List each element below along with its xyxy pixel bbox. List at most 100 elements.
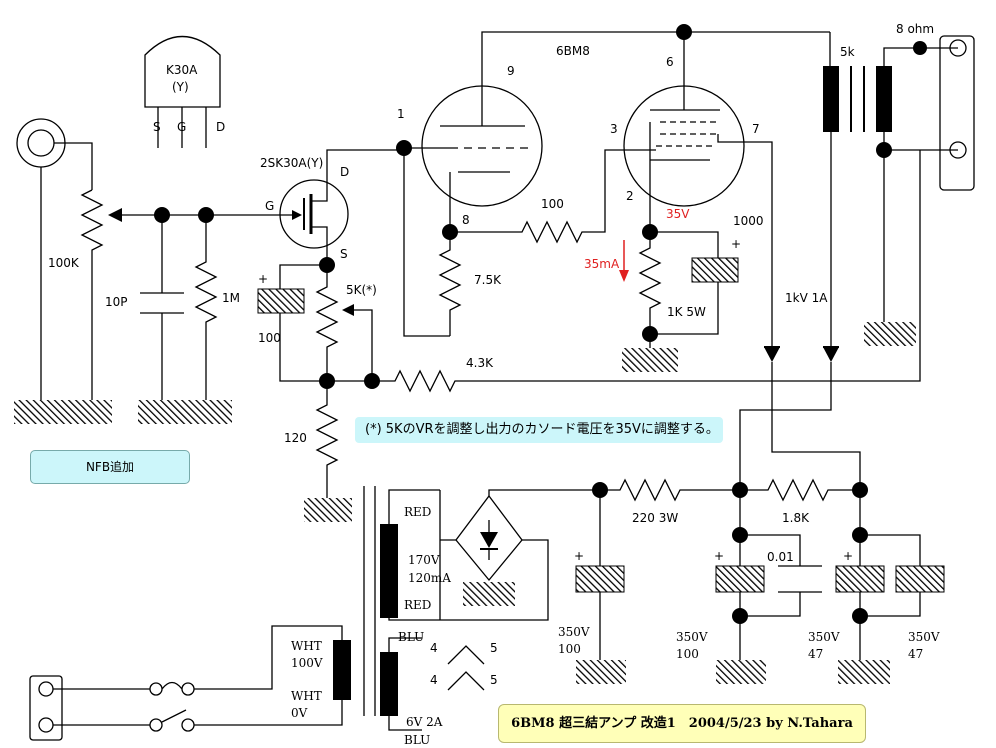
ptrans-primary-top: WHT [291, 639, 322, 653]
volume-label: 100K [48, 256, 80, 270]
filter-capacitor [715, 565, 765, 593]
output-transformer [823, 66, 892, 132]
gate-resistor-label: 1M [222, 291, 240, 305]
tube-triode-section [404, 31, 830, 232]
source-resistor-120 [315, 381, 339, 498]
filter-capacitor [895, 565, 945, 593]
diode-label: 1kV 1A [785, 291, 828, 305]
tube-pin-6: 6 [666, 55, 674, 69]
diode-rectifier [764, 346, 839, 362]
cathode-capacitor [691, 257, 739, 283]
nfb-resistor-label: 4.3K [466, 356, 494, 370]
plus-sign: + [714, 549, 724, 563]
cathode-cap-label: 1000 [733, 214, 764, 228]
cathode-voltage: 35V [666, 207, 690, 221]
heater-tap: 4 [430, 673, 438, 687]
dropping-resistor-1k8 [740, 478, 860, 502]
tube-pin-9: 9 [507, 64, 515, 78]
heater-tap: 5 [490, 641, 498, 655]
cathode-current: 35mA [584, 257, 620, 271]
source-cap-label: 100 [258, 331, 281, 345]
grid-resistor-100 [450, 149, 640, 244]
bridge-rectifier [455, 494, 523, 582]
speaker-terminal [939, 35, 975, 191]
ground-symbol [622, 348, 678, 372]
ptrans-hv-current: 120mA [408, 571, 451, 585]
ground-symbol [138, 400, 232, 424]
c-input-label: 10P [105, 295, 128, 309]
opt-label: 5k [840, 45, 855, 59]
tube-pin-7: 7 [752, 122, 760, 136]
ground-symbol [463, 582, 515, 606]
fet-package-grade: (Y) [172, 80, 189, 94]
ptrans-primary-0v: 0V [291, 706, 308, 720]
dropping-resistor-label: 220 3W [632, 511, 678, 525]
cap3-voltage: 350V [808, 630, 840, 644]
ptrans-hv-voltage: 170V [408, 553, 440, 567]
cathode-resistor [638, 232, 662, 334]
ground-symbol [838, 660, 890, 684]
schematic-title: 6BM8 超三結アンプ 改造1 2004/5/23 by N.Tahara [498, 704, 866, 743]
load-resistor-7k5 [438, 232, 462, 336]
speaker-impedance: 8 ohm [896, 22, 934, 36]
tube-name: 6BM8 [556, 44, 590, 58]
vr-label: 5K(*) [346, 283, 377, 297]
plus-sign: + [258, 272, 268, 286]
cap1-voltage: 350V [558, 625, 590, 639]
cap2-value: 100 [676, 647, 699, 661]
volume-pot-100k [80, 189, 104, 400]
fet-pin-s: S [153, 120, 161, 134]
gate-resistor-1m [194, 215, 218, 400]
ptrans-heater-top: BLU [398, 630, 424, 644]
ground-symbol [576, 660, 626, 684]
ptrans-hv-bottom: RED [404, 598, 431, 612]
ptrans-primary-mid: WHT [291, 689, 322, 703]
fet-name: 2SK30A(Y) [260, 156, 323, 170]
dropping-resistor-label: 1.8K [782, 511, 810, 525]
source-bypass-capacitor [257, 288, 305, 314]
tube-pentode-section [623, 32, 773, 347]
fet-s-label: S [340, 247, 348, 261]
cap4-value: 47 [908, 647, 923, 661]
adjustment-note: (*) 5KのVRを調整し出力のカソード電圧を35Vに調整する。 [355, 417, 723, 443]
ground-symbol [864, 322, 916, 346]
tube-pin-1: 1 [397, 107, 405, 121]
cap1-value: 100 [558, 642, 581, 656]
ptrans-primary-100v: 100V [291, 656, 323, 670]
ptrans-heater-spec: 6V 2A [406, 715, 443, 729]
fet-2sk30a [279, 149, 404, 265]
ptrans-hv-top: RED [404, 505, 431, 519]
fet-package-name: K30A [166, 63, 198, 77]
fet-package-drawing [144, 35, 221, 148]
ground-symbol [14, 400, 112, 424]
heater-tap: 4 [430, 641, 438, 655]
cap2-voltage: 350V [676, 630, 708, 644]
power-switch [149, 709, 195, 732]
cap3-value: 47 [808, 647, 823, 661]
vr-5k [315, 265, 339, 381]
plus-sign: + [843, 549, 853, 563]
fet-pin-d: D [216, 120, 225, 134]
ground-symbol [304, 498, 352, 522]
plus-sign: + [731, 237, 741, 251]
load-resistor-label: 7.5K [474, 273, 502, 287]
nfb-resistor-4k3 [380, 165, 921, 393]
cathode-resistor-label: 1K 5W [667, 305, 706, 319]
source-resistor-label: 120 [284, 431, 307, 445]
fet-d-label: D [340, 165, 349, 179]
plus-sign: + [574, 549, 584, 563]
film-cap-label: 0.01 [767, 550, 794, 564]
tube-pin-2: 2 [626, 189, 634, 203]
heater-tap: 5 [490, 673, 498, 687]
dropping-resistor-220 [600, 478, 740, 502]
fuse [149, 681, 195, 696]
filter-capacitor [835, 565, 885, 593]
fet-pin-g: G [177, 120, 186, 134]
nfb-label-box: NFB追加 [30, 450, 190, 484]
ac-inlet [29, 675, 63, 741]
fet-g-label: G [265, 199, 274, 213]
tube-pin-3: 3 [610, 122, 618, 136]
grid-resistor-label: 100 [541, 197, 564, 211]
power-transformer [333, 486, 398, 716]
